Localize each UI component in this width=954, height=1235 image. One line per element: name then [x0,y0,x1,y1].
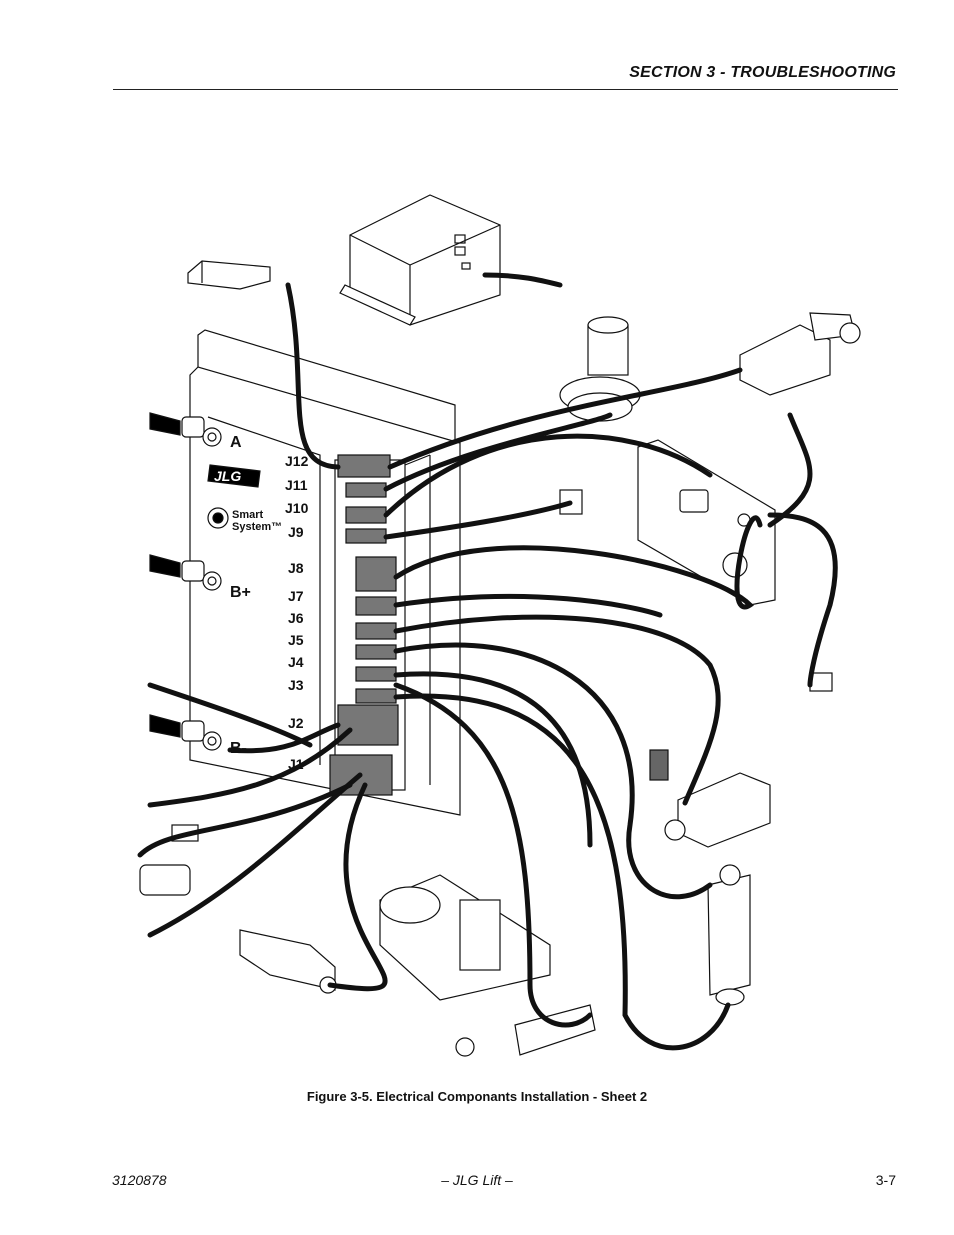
connector-label-j8: J8 [288,560,304,576]
terminal-label-b-minus: B- [230,740,247,757]
wiring-diagram-illustration: JLG Smart System™ A B+ B- J12 J11 J10 J9… [137,194,861,1057]
connector-label-j7: J7 [288,588,304,604]
tube-assembly [379,874,551,1001]
terminal-label-b-plus: B+ [230,584,251,601]
limit-switch-bottom-right [707,864,751,1006]
figure-caption: Figure 3-5. Electrical Componants Instal… [306,1089,648,1104]
limit-switch-bottom-left [239,929,337,994]
jlg-logo-text: JLG [214,468,241,484]
terminal-a [149,412,222,447]
connector-label-j3: J3 [288,677,304,693]
smart-system-line2: System™ [232,521,282,533]
connector-label-j12: J12 [285,453,309,469]
limit-switch-mid-right [664,772,771,848]
connector-label-j5: J5 [288,632,304,648]
motor-pump [559,316,641,422]
connector-label-j11: J11 [285,477,308,493]
connector-plugs [329,454,399,796]
terminal-b-plus [149,554,222,591]
footer-brand: – JLG Lift – [441,1172,513,1188]
connector-label-j4: J4 [288,654,304,670]
connector-label-j6: J6 [288,610,304,626]
connector-label-j2: J2 [288,715,304,731]
wire-harness [137,272,838,1051]
limit-switch-bottom-center [455,1004,596,1057]
connector-label-j1: J1 [288,756,304,772]
smart-system-line1: Smart [232,509,264,521]
jlg-logo-mark [207,464,261,488]
connector-label-j9: J9 [288,524,304,540]
doc-number: 3120878 [112,1172,167,1188]
section-title: SECTION 3 - TROUBLESHOOTING [629,64,896,81]
analyzer-device [187,260,271,290]
page-number: 3-7 [875,1172,896,1188]
terminal-label-a: A [230,434,242,451]
wiring-figure: JLG Smart System™ A B+ B- J12 J11 J10 J9… [110,185,880,1075]
header-rule [113,89,898,90]
limit-switch-top-right [739,312,861,396]
actuator-block [649,749,669,781]
connector-label-j10: J10 [285,500,309,516]
control-box [339,194,501,326]
terminal-b-minus [149,714,222,751]
